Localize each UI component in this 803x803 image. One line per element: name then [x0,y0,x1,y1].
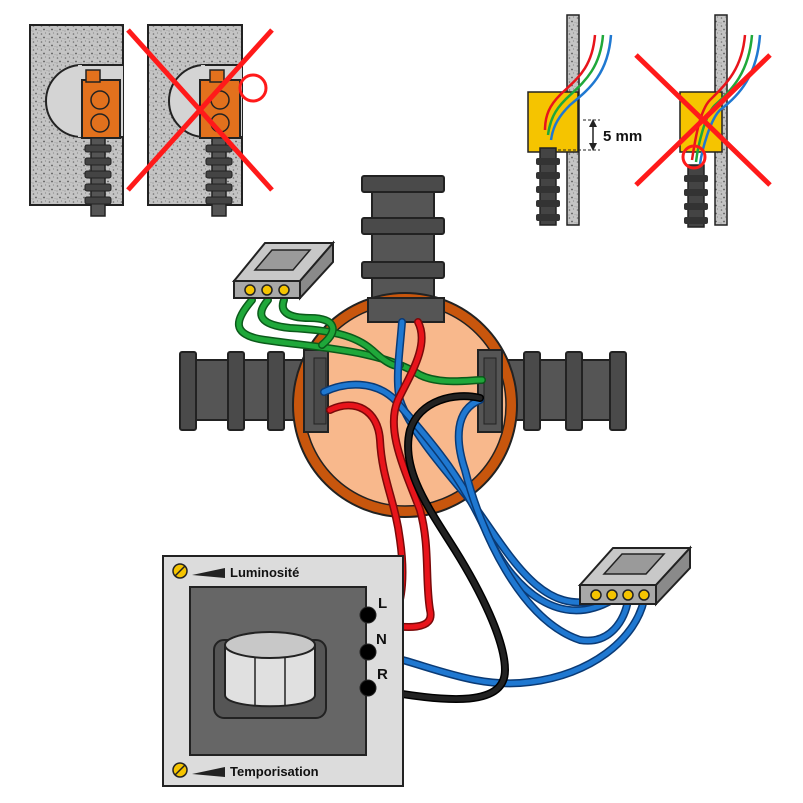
ramp-icon [192,767,225,777]
inset-incorrect-gap [634,14,772,228]
inset-correct-gap: 5 mm [527,14,642,226]
terminal-L-label: L [378,595,387,612]
corrugated-conduit-icon [536,147,560,226]
red-cross-icon [126,28,274,192]
corrugated-conduit-icon [84,137,112,217]
gap-label: 5 mm [603,128,642,145]
inset-correct-connector [29,24,124,217]
three-way-connector-icon [231,240,336,301]
pir-lens-icon [224,631,316,708]
warning-circle-icon [238,73,268,103]
four-way-connector-icon [577,545,693,607]
return-wire [364,392,510,704]
inset-incorrect-connector [126,24,274,217]
terminal-R-label: R [377,666,388,683]
ramp-icon [192,568,225,578]
terminal-N-label: N [376,631,387,648]
motion-detector: Luminosité Temporisation L N R [162,555,404,787]
earth-wires [234,296,486,386]
terminal-N [359,643,377,661]
timer-adjuster: Temporisation [172,762,319,779]
corrugated-conduit-icon [684,164,708,228]
yellow-box-icon [527,91,579,153]
luminosity-adjuster: Luminosité [172,563,299,580]
warning-circle-icon [681,144,707,170]
red-cross-icon [634,53,772,187]
neutral-wires [320,318,648,688]
corrugated-conduit-icon [205,137,233,217]
luminosity-label: Luminosité [230,565,299,580]
terminal-R [359,679,377,697]
timer-label: Temporisation [230,764,319,779]
terminal-L [359,606,377,624]
